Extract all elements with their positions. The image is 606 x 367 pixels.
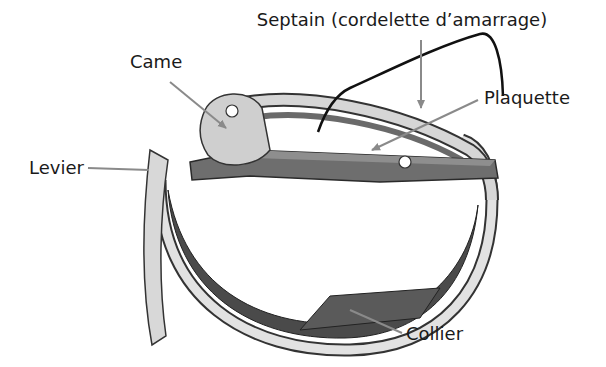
leader-line (88, 168, 149, 170)
leader-line (350, 310, 402, 333)
leader-line (372, 100, 478, 150)
part-label: Plaquette (484, 87, 570, 109)
frame-arc (235, 100, 492, 200)
part-label: Septain (cordelette d’amarrage) (257, 9, 547, 31)
frame-arc-outline (235, 100, 492, 200)
part-label: Levier (29, 157, 84, 179)
cam-disc (200, 94, 270, 165)
plate-top-face (250, 150, 495, 166)
leader-line (420, 40, 422, 108)
cam-pivot-hole (226, 105, 238, 117)
lever-bar (144, 150, 168, 345)
part-label: Collier (406, 323, 463, 345)
leader-line (170, 82, 226, 128)
plate-pivot-hole (399, 156, 411, 168)
lanyard-cord (318, 34, 503, 132)
part-label: Came (130, 51, 182, 73)
